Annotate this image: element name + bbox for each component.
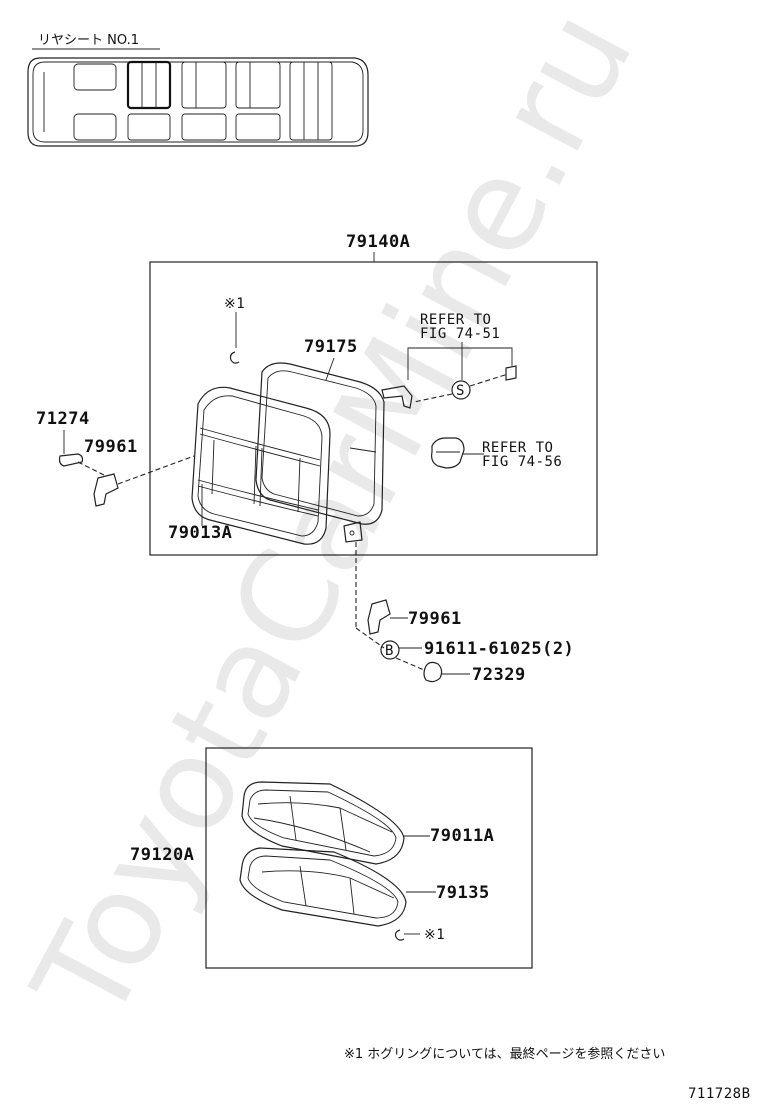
back-cover-part [191,386,331,545]
seat-position-label: リヤシート NO.1 [38,33,139,48]
symbol-s: S [456,383,465,399]
symbol-s-circle [451,380,471,400]
refer-1-line2: FIG 74-51 [420,326,500,342]
part-number-hinge-cover-left: 71274 [36,409,90,429]
cushion-cover-part [241,781,405,865]
hinge-cover-part [58,453,84,467]
highlighted-seat [126,60,172,110]
small-clip-part [505,365,517,381]
vehicle-layout-thumbnail: リヤシート NO.1 [27,33,369,147]
part-number-cushion-cover: 79011A [430,826,494,846]
cushion-assembly-frame [205,747,533,969]
hog-ring-icon [229,351,240,364]
part-number-cushion-assy: 79120A [130,845,194,865]
hinge-left-part [93,473,119,507]
refer-2-line1: REFER TO [482,440,553,456]
part-number-back-frame: 79175 [304,337,358,357]
symbol-b: B [385,643,394,659]
part-number-backrest-assy: 79140A [346,232,410,252]
cushion-pad-part [239,847,407,927]
backrest-assembly-frame [149,261,598,556]
part-number-bolt: 91611-61025(2) [424,639,574,659]
part-number-back-cover: 79013A [168,523,232,543]
figure-id: 711728B [688,1086,751,1102]
part-number-hinge-right: 79961 [408,609,462,629]
refer-1-line1: REFER TO [420,312,491,328]
note-mark-top: ※1 [224,296,245,312]
refer-2-line2: FIG 74-56 [482,454,562,470]
hog-ring-bottom-icon [394,929,405,941]
watermark-text: ToyotaCarMine.ru [5,0,662,1045]
latch-part [431,437,465,469]
footnote-text: ※1 ホグリングについては、最終ページを参照ください [344,1046,665,1062]
note-mark-bottom: ※1 [424,927,445,943]
back-frame-part [255,362,385,543]
hinge-right-part [367,599,391,635]
part-number-hinge-left: 79961 [84,437,138,457]
symbol-b-circle [380,640,400,660]
cap-part [423,661,443,683]
part-number-cap: 72329 [472,665,526,685]
part-number-cushion-pad: 79135 [436,883,490,903]
clip-part [381,385,413,409]
